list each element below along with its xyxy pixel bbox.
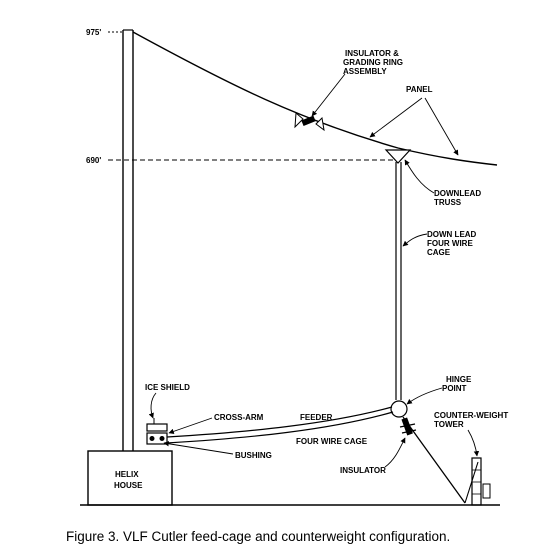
svg-text:ICE SHIELD: ICE SHIELD	[145, 383, 190, 392]
insulator-grading-ring-assembly	[294, 111, 325, 132]
label-hinge-point: HINGE POINT	[406, 375, 472, 405]
svg-text:POINT: POINT	[442, 384, 467, 393]
svg-text:HINGE: HINGE	[446, 375, 472, 384]
counterweight-cable	[402, 416, 466, 504]
downlead-truss	[384, 149, 412, 164]
label-insulator-assembly: INSULATOR & GRADING RING ASSEMBLY	[311, 49, 403, 117]
label-feeder: FEEDER	[300, 413, 333, 422]
main-tower	[122, 29, 134, 453]
label-four-wire-cage: FOUR WIRE CAGE	[296, 437, 368, 446]
cross-arm-bushing	[146, 432, 168, 445]
cable-insulator	[399, 417, 417, 436]
helix-house: HELIX HOUSE	[87, 450, 173, 506]
svg-text:GRADING RING: GRADING RING	[343, 58, 403, 67]
label-cross-arm: CROSS-ARM	[168, 413, 264, 434]
panel-catenary	[132, 31, 498, 166]
svg-text:ASSEMBLY: ASSEMBLY	[343, 67, 387, 76]
svg-text:FOUR WIRE CAGE: FOUR WIRE CAGE	[296, 437, 368, 446]
svg-text:INSULATOR: INSULATOR	[340, 466, 386, 475]
ice-shield	[146, 418, 168, 432]
helix-house-label-2: HOUSE	[114, 481, 143, 490]
hinge-point-circle	[390, 400, 408, 418]
height-marker-690: 690'	[86, 156, 398, 165]
svg-text:FOUR WIRE: FOUR WIRE	[427, 239, 473, 248]
height-marker-975: 975'	[86, 28, 123, 37]
label-ice-shield: ICE SHIELD	[145, 383, 190, 419]
svg-text:BUSHING: BUSHING	[235, 451, 272, 460]
label-panel: PANEL	[369, 85, 459, 156]
svg-text:TOWER: TOWER	[434, 420, 464, 429]
svg-text:FEEDER: FEEDER	[300, 413, 333, 422]
height-label-975: 975'	[86, 28, 101, 37]
svg-text:CROSS-ARM: CROSS-ARM	[214, 413, 264, 422]
counterweight-tower	[464, 457, 491, 506]
down-lead-cage	[395, 162, 402, 400]
feeder-cage	[166, 406, 394, 444]
svg-text:PANEL: PANEL	[406, 85, 433, 94]
label-insulator: INSULATOR	[340, 437, 406, 475]
helix-house-label-1: HELIX	[115, 470, 139, 479]
svg-text:COUNTER-WEIGHT: COUNTER-WEIGHT	[434, 411, 508, 420]
label-down-lead: DOWN LEAD FOUR WIRE CAGE	[402, 230, 477, 257]
svg-text:TRUSS: TRUSS	[434, 198, 462, 207]
figure-caption: Figure 3. VLF Cutler feed-cage and count…	[66, 529, 450, 544]
label-counterweight-tower: COUNTER-WEIGHT TOWER	[434, 411, 508, 457]
svg-text:DOWNLEAD: DOWNLEAD	[434, 189, 481, 198]
height-label-690: 690'	[86, 156, 101, 165]
label-downlead-truss: DOWNLEAD TRUSS	[404, 159, 481, 207]
svg-text:INSULATOR &: INSULATOR &	[345, 49, 399, 58]
label-bushing: BUSHING	[163, 441, 272, 460]
svg-text:CAGE: CAGE	[427, 248, 451, 257]
svg-text:DOWN LEAD: DOWN LEAD	[427, 230, 477, 239]
